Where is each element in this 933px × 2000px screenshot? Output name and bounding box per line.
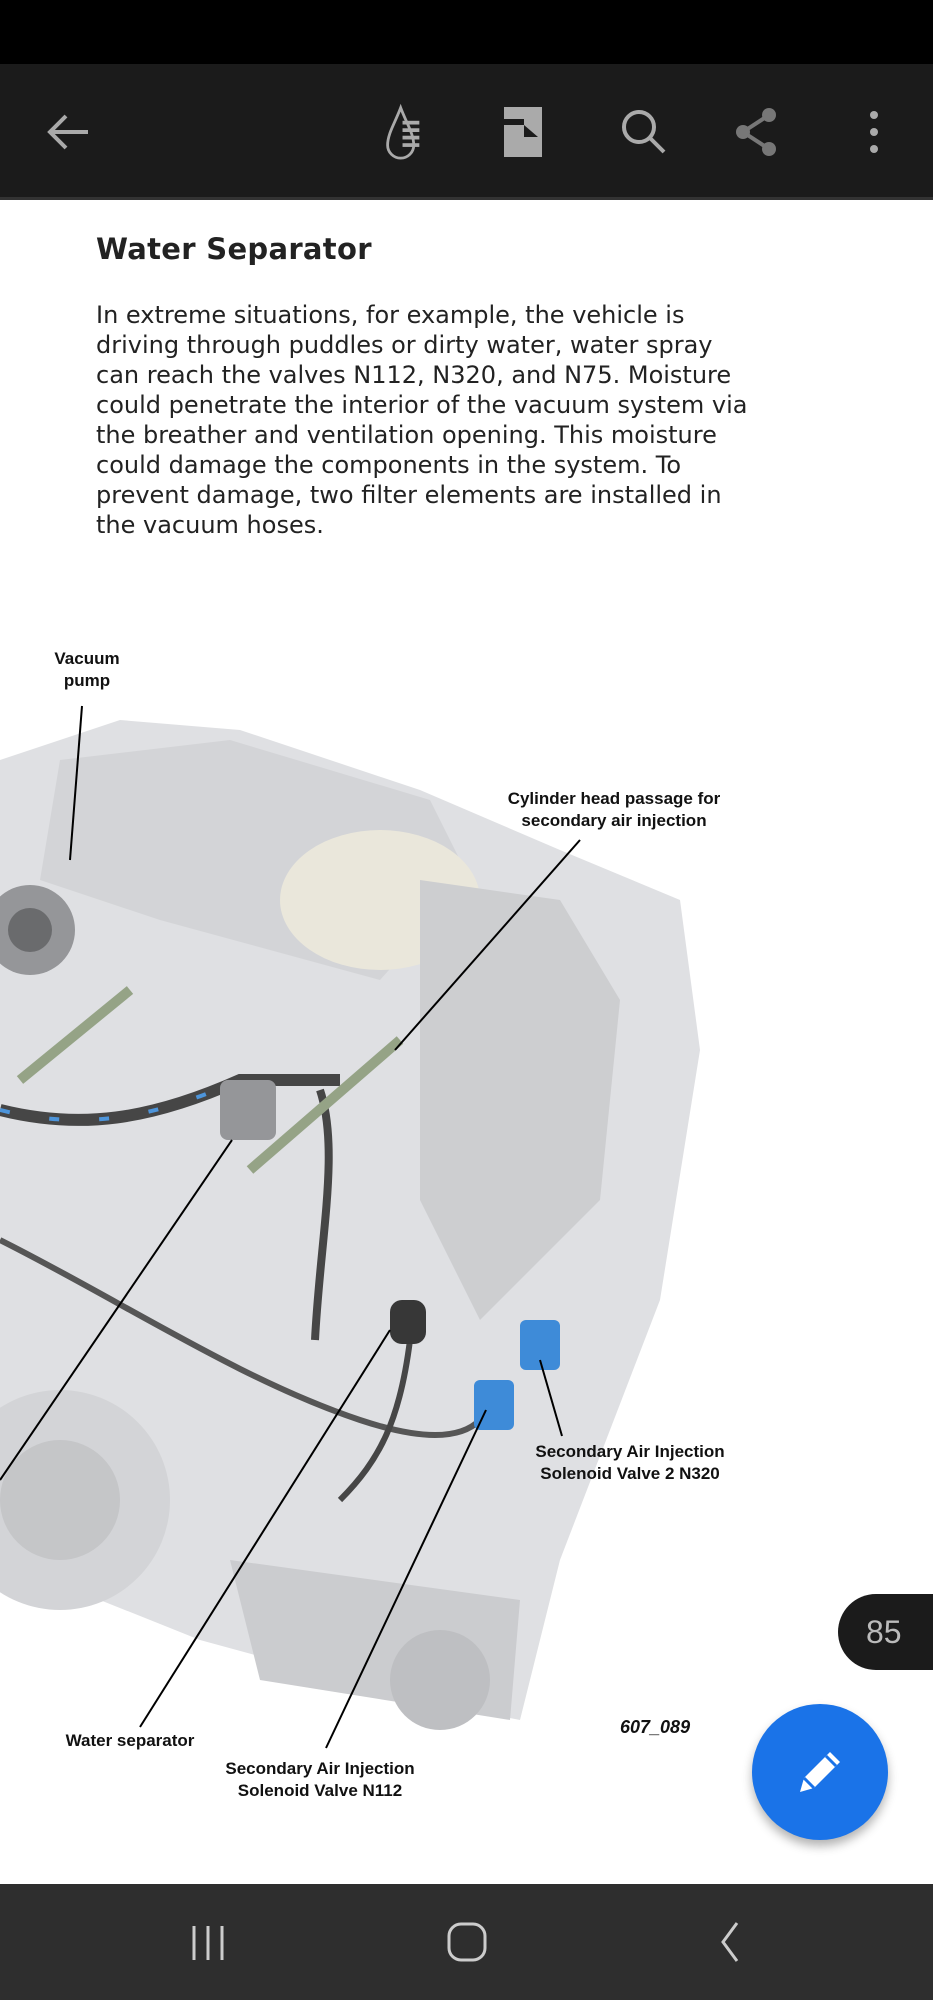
engine-illustration xyxy=(0,705,700,1749)
system-back-button[interactable] xyxy=(690,1904,770,1980)
more-options-button[interactable] xyxy=(846,104,902,160)
system-back-icon xyxy=(721,1922,739,1962)
toolbar xyxy=(0,64,933,200)
home-icon xyxy=(447,1922,487,1962)
label-solenoid-valve-n112: Secondary Air Injection Solenoid Valve N… xyxy=(225,1759,415,1800)
figure-id: 607_089 xyxy=(620,1717,691,1737)
share-icon xyxy=(736,108,776,156)
recent-apps-icon xyxy=(192,1926,224,1960)
reading-mode-button[interactable] xyxy=(382,103,438,160)
section-body-text: In extreme situations, for example, the … xyxy=(96,301,748,539)
search-button[interactable] xyxy=(616,104,672,160)
page-indicator[interactable]: 85 xyxy=(838,1594,933,1670)
share-button[interactable] xyxy=(728,104,784,160)
home-button[interactable] xyxy=(427,1904,507,1980)
pencil-icon xyxy=(800,1752,840,1792)
back-arrow-icon xyxy=(47,114,88,150)
back-button[interactable] xyxy=(40,104,96,160)
more-options-icon xyxy=(870,111,878,153)
status-bar xyxy=(0,0,933,64)
engine-diagram: Vacuum pump Cylinder head passage for se… xyxy=(0,620,933,1860)
page-layout-button[interactable] xyxy=(496,104,552,160)
reading-mode-icon xyxy=(386,103,420,160)
section-title: Water Separator xyxy=(96,232,372,266)
label-water-separator: Water separator xyxy=(65,1731,195,1750)
search-icon xyxy=(622,110,666,154)
recent-apps-button[interactable] xyxy=(168,1904,248,1980)
page-layout-icon xyxy=(504,107,542,157)
label-solenoid-valve-n320: Secondary Air Injection Solenoid Valve 2… xyxy=(535,1442,725,1483)
system-navigation-bar xyxy=(0,1884,933,2000)
edit-button[interactable] xyxy=(752,1704,888,1840)
label-cylinder-head-passage: Cylinder head passage for secondary air … xyxy=(507,789,721,830)
label-vacuum-pump: Vacuum pump xyxy=(54,649,120,690)
